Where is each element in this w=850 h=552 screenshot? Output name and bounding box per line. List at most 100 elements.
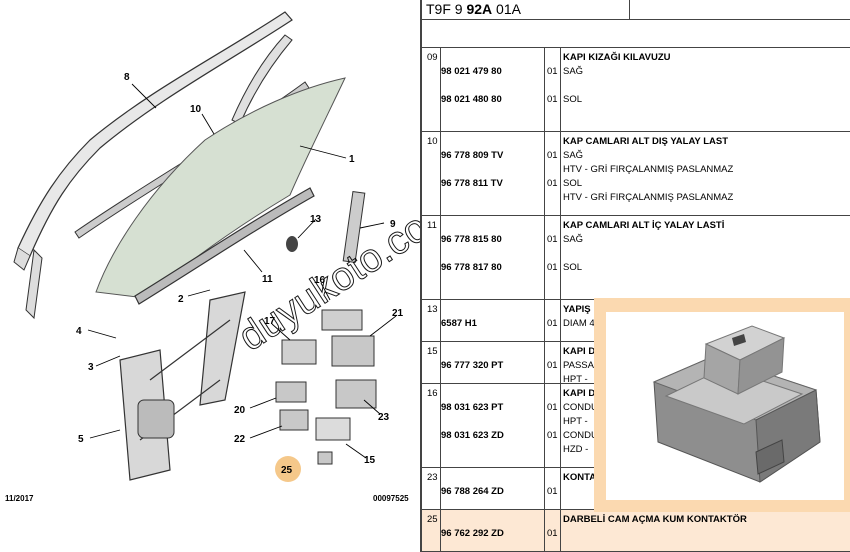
part-row-25[interactable]: 25 DARBELİ CAM AÇMA KUM KONTAKTÖR 96 762 2… (422, 510, 850, 552)
part-title: KAP CAMLARI ALT İÇ YALAY LASTİ (563, 220, 725, 231)
regulator-motor (137, 399, 175, 439)
column-divider (440, 342, 441, 383)
part-title: YAPIŞ (563, 304, 591, 315)
column-divider (544, 132, 545, 215)
part-quantity: 01 (547, 486, 558, 497)
row-index: 10 (427, 136, 438, 147)
column-divider (544, 216, 545, 299)
part-description: DIAM 4 (563, 318, 595, 329)
callout-9: 9 (390, 219, 396, 230)
column-divider (440, 132, 441, 215)
header-separator (629, 0, 630, 20)
part-number[interactable]: 96 778 811 TV (441, 178, 503, 189)
callout-25-highlight (275, 456, 301, 482)
column-divider (560, 132, 561, 215)
switch-photo-frame (594, 298, 850, 512)
column-divider (440, 510, 441, 551)
part-number[interactable]: 98 021 480 80 (441, 94, 502, 105)
part-description: HTV - GRİ FIRÇALANMIŞ PASLANMAZ (563, 192, 734, 203)
part-number[interactable]: 96 762 292 ZD (441, 528, 504, 539)
callout-10: 10 (190, 104, 202, 115)
row-index: 23 (427, 472, 438, 483)
part-number[interactable]: 98 031 623 PT (441, 402, 504, 413)
part-number[interactable]: 98 031 623 ZD (441, 430, 504, 441)
part-description: SAĞ (563, 234, 584, 245)
callout-25: 25 (281, 465, 293, 476)
part-description: PASSA (563, 360, 594, 371)
part-title: KONTA (563, 472, 597, 483)
part-row-11[interactable]: 11 KAP CAMLARI ALT İÇ YALAY LASTİ 96 778 8… (422, 216, 850, 300)
part-number[interactable]: 96 777 320 PT (441, 360, 504, 371)
column-divider (544, 510, 545, 551)
part-quantity: 01 (547, 262, 558, 273)
column-divider (560, 300, 561, 341)
part-quantity: 01 (547, 94, 558, 105)
part-number[interactable]: 96 788 264 ZD (441, 486, 504, 497)
part-title: KAPI KIZAĞI KILAVUZU (563, 52, 671, 63)
column-divider (440, 384, 441, 467)
part-number[interactable]: 96 778 815 80 (441, 234, 502, 245)
column-divider (440, 48, 441, 131)
part-number[interactable]: 98 021 479 80 (441, 66, 502, 77)
part-number[interactable]: 6587 H1 (441, 318, 477, 329)
part-number[interactable]: 96 778 809 TV (441, 150, 504, 161)
part-title: KAPI D (563, 346, 596, 357)
callout-15: 15 (364, 455, 376, 466)
switch-17 (281, 339, 317, 365)
row-index: 13 (427, 304, 438, 315)
window-regulator (119, 291, 246, 481)
door-glass (95, 77, 346, 299)
switch-21 (331, 335, 375, 367)
part-quantity: 01 (547, 528, 558, 539)
table-header: T9F 9 92A 01A (422, 0, 850, 20)
column-divider (440, 468, 441, 509)
callout-17: 17 (264, 316, 276, 327)
table-subheader (422, 20, 850, 48)
part-row-10[interactable]: 10 KAP CAMLARI ALT DIŞ YALAY LAST 96 778 8… (422, 132, 850, 216)
row-index: 09 (427, 52, 438, 63)
part-title: KAPI D (563, 388, 596, 399)
row-index: 16 (427, 388, 438, 399)
catalog-code-suffix: 01A (496, 1, 521, 17)
switch-20 (275, 381, 307, 403)
window-strip-inner (134, 187, 315, 305)
part-title: KAP CAMLARI ALT DIŞ YALAY LAST (563, 136, 729, 147)
callout-3: 3 (88, 362, 94, 373)
callout-11: 11 (262, 274, 273, 285)
column-divider (544, 300, 545, 341)
callout-23: 23 (378, 412, 390, 423)
leader-lines (87, 83, 397, 459)
column-divider (560, 216, 561, 299)
row-index: 11 (427, 220, 437, 231)
row-index: 25 (427, 514, 438, 525)
part-quantity: 01 (547, 234, 558, 245)
part-quantity: 01 (547, 430, 558, 441)
door-frame-rail (17, 11, 293, 257)
column-divider (560, 384, 561, 467)
part-title: DARBELİ CAM AÇMA KUM KONTAKTÖR (563, 514, 747, 525)
column-divider (560, 468, 561, 509)
part-quantity: 01 (547, 178, 558, 189)
switch-23 (335, 379, 377, 409)
catalog-code-prefix: T9F 9 (426, 1, 463, 17)
callout-5: 5 (78, 434, 84, 445)
column-divider (440, 300, 441, 341)
part-description: SAĞ (563, 150, 584, 161)
callout-8: 8 (124, 72, 130, 83)
part-quantity: 01 (547, 402, 558, 413)
column-divider (440, 216, 441, 299)
switch-16 (321, 309, 363, 331)
callout-21: 21 (392, 308, 404, 319)
part-number[interactable]: 96 778 817 80 (441, 262, 502, 273)
callout-1: 1 (349, 154, 355, 165)
row-index: 15 (427, 346, 438, 357)
part-description: HPT - (563, 374, 588, 385)
column-divider (560, 48, 561, 131)
part-quantity: 01 (547, 66, 558, 77)
door-slide-guide (342, 190, 366, 264)
part-description: CONDU (563, 430, 598, 441)
part-description: SOL (563, 262, 583, 273)
switch-photo-drawing (652, 325, 821, 483)
diagram-date: 11/2017 (5, 494, 34, 503)
